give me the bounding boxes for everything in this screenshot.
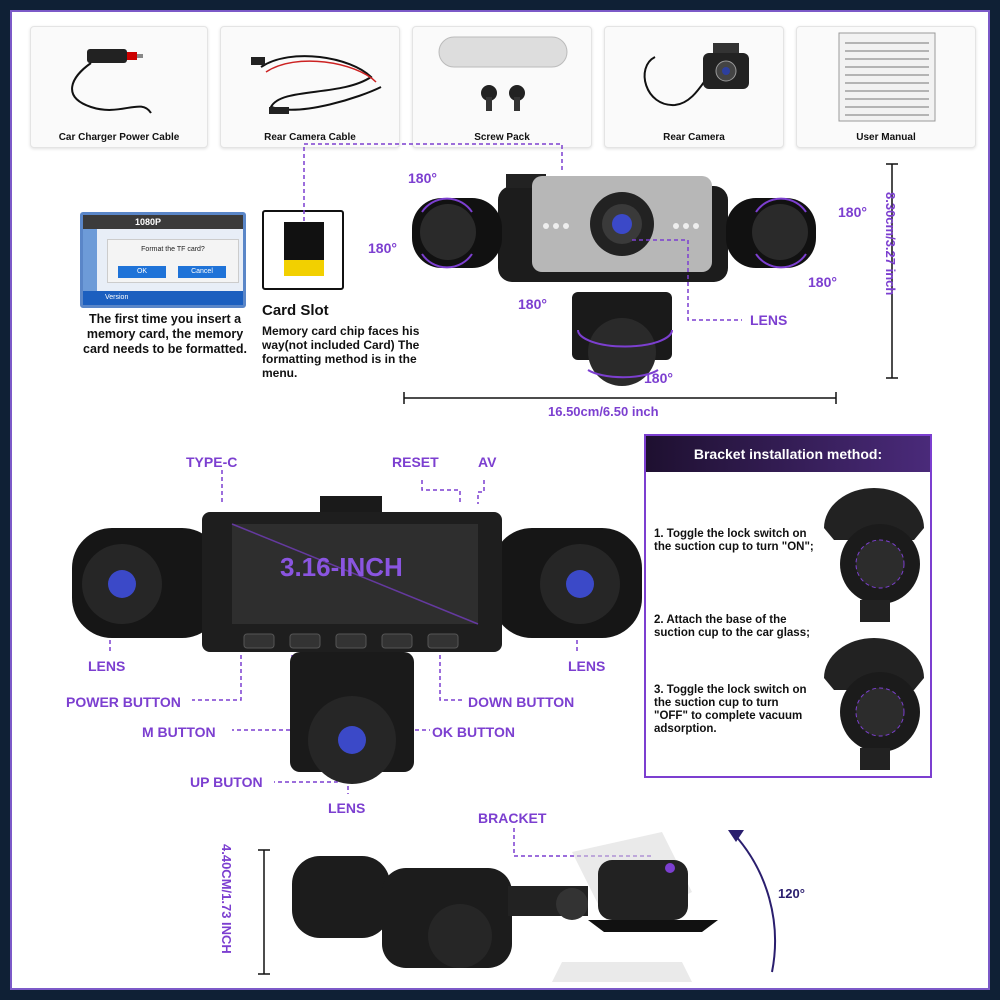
bracket-install-panel: Bracket installation method: 1. Toggle t… (644, 434, 932, 778)
install-step-3: 3. Toggle the lock switch on the suction… (654, 684, 807, 735)
accessory-rear-cable: Rear Camera Cable (220, 26, 400, 148)
install-step-1: 1. Toggle the lock switch on the suction… (654, 528, 814, 553)
resolution-text: 1080P (135, 217, 162, 227)
lens-label-right: LENS (568, 658, 606, 674)
type-c-label: TYPE-C (186, 454, 238, 470)
rotation-label: 180° (408, 170, 437, 186)
card-slot-title: Card Slot (262, 302, 329, 319)
bracket-label: BRACKET (478, 810, 547, 826)
format-dialog: Format the TF card? OK Cancel (107, 239, 239, 283)
reset-label: RESET (392, 454, 439, 470)
screw-icon (438, 36, 568, 111)
bracket-install-title: Bracket installation method: (646, 436, 930, 472)
m-button-label: M BUTTON (142, 724, 216, 740)
accessory-rear-camera: Rear Camera (604, 26, 784, 148)
rotation-label: 180° (644, 370, 673, 386)
rotation-label: 180° (518, 296, 547, 312)
install-step-2: 2. Attach the base of the suction cup to… (654, 614, 810, 639)
card-slot-desc: Memory card chip faces his way(not inclu… (262, 324, 420, 380)
down-button-label: DOWN BUTTON (468, 694, 575, 710)
av-label: AV (478, 454, 497, 470)
format-note: The first time you insert a memory card,… (83, 312, 247, 356)
bracket-side-view (292, 832, 718, 982)
lens-label-bottom: LENS (328, 800, 366, 816)
cable-icon (251, 55, 382, 114)
accessory-label: User Manual (856, 132, 916, 143)
bracket-height-dimension: 4.40CM/1.73 INCH (219, 844, 234, 954)
dashcam-front-view (72, 496, 642, 784)
accessory-car-charger: Car Charger Power Cable (30, 26, 208, 148)
car-charger-icon (71, 49, 152, 114)
screen-sidebar (83, 229, 97, 291)
product-infographic: Car Charger Power Cable Rear Camera Cabl… (10, 10, 990, 990)
version-text: Version (105, 294, 129, 301)
accessory-label: Rear Camera (663, 132, 725, 143)
bracket-angle: 120° (778, 886, 805, 901)
manual-icon (838, 32, 936, 122)
accessory-label: Screw Pack (474, 132, 530, 143)
accessory-label: Rear Camera Cable (264, 132, 356, 143)
screen-footer: Version (83, 291, 243, 305)
ok-button[interactable]: OK (118, 266, 166, 278)
format-screen: 1080P Format the TF card? OK Cancel Vers… (80, 212, 246, 308)
height-dimension: 8.30cm/3.27 inch (883, 192, 898, 296)
cancel-button[interactable]: Cancel (178, 266, 226, 278)
accessory-label: Car Charger Power Cable (58, 132, 180, 143)
dialog-text: Format the TF card? (141, 246, 205, 253)
lens-label-top: LENS (750, 312, 788, 328)
sd-card-icon (284, 222, 324, 276)
ok-button-label: OK BUTTON (432, 724, 515, 740)
up-button-label: UP BUTON (190, 774, 263, 790)
card-slot-box (262, 210, 344, 290)
rear-camera-icon (643, 43, 749, 107)
power-button-label: POWER BUTTON (66, 694, 181, 710)
rotation-label: 180° (838, 204, 867, 220)
rotation-label: 180° (368, 240, 397, 256)
suction-cup-illustrations (824, 488, 924, 770)
lens-label-left: LENS (88, 658, 126, 674)
dashcam-top-view (412, 174, 816, 386)
width-dimension: 16.50cm/6.50 inch (548, 404, 659, 419)
rotation-label: 180° (808, 274, 837, 290)
screen-topbar: 1080P (83, 215, 243, 229)
accessory-user-manual: User Manual (796, 26, 976, 148)
screen-size-label: 3.16-INCH (280, 552, 403, 582)
accessory-screw-pack: Screw Pack (412, 26, 592, 148)
